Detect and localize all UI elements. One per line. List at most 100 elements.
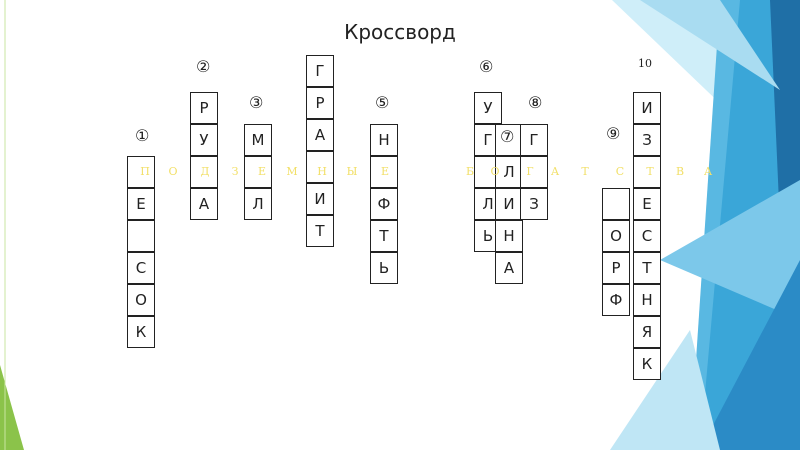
crossword-cell[interactable]: [127, 188, 155, 220]
crossword-cell[interactable]: [244, 124, 272, 156]
cell-letter: Е: [136, 195, 146, 213]
crossword-cell[interactable]: [127, 156, 155, 188]
highlighted-letter: Е: [257, 165, 267, 178]
crossword-cell[interactable]: [602, 220, 630, 252]
crossword-cell[interactable]: [244, 188, 272, 220]
cell-letter: Т: [315, 222, 325, 240]
right-shape-facet-1: [640, 0, 780, 90]
crossword-cell[interactable]: [633, 220, 661, 252]
cell-letter: Ь: [482, 227, 494, 245]
crossword-cell[interactable]: [306, 87, 334, 119]
cell-letter: Ф: [609, 291, 623, 309]
clue-number: ①: [135, 126, 150, 145]
crossword-cell[interactable]: [306, 151, 334, 183]
crossword-cell[interactable]: [244, 156, 272, 188]
cell-letter: И: [641, 99, 653, 117]
cell-letter: Я: [641, 323, 653, 341]
crossword-cell[interactable]: [370, 124, 398, 156]
highlighted-letter: М: [286, 165, 298, 178]
cell-letter: И: [503, 195, 515, 213]
cell-letter: С: [641, 227, 653, 245]
cell-letter: О: [135, 291, 147, 309]
highlighted-letter: Т: [646, 165, 654, 178]
crossword-cell[interactable]: [633, 92, 661, 124]
crossword-cell[interactable]: [370, 188, 398, 220]
crossword-cell[interactable]: [495, 124, 523, 156]
crossword-cell[interactable]: [370, 220, 398, 252]
clue-number: 10: [638, 57, 652, 70]
highlighted-letter: Б: [465, 165, 475, 178]
crossword-cell[interactable]: [370, 252, 398, 284]
crossword-cell[interactable]: [520, 156, 548, 188]
highlighted-letter: Ы: [346, 165, 358, 178]
clue-number: ⑧: [528, 93, 543, 112]
crossword-cell[interactable]: [190, 188, 218, 220]
cell-letter: Г: [315, 62, 325, 80]
crossword-cell[interactable]: [602, 284, 630, 316]
highlighted-letter: Н: [317, 165, 327, 178]
crossword-cell[interactable]: [520, 188, 548, 220]
cell-letter: З: [529, 195, 539, 213]
highlighted-letter: Д: [200, 165, 210, 178]
crossword-cell[interactable]: [127, 316, 155, 348]
crossword-cell[interactable]: [633, 188, 661, 220]
highlighted-letter: Т: [581, 165, 589, 178]
cell-letter: Ь: [378, 259, 390, 277]
crossword-cell[interactable]: [633, 156, 661, 188]
highlighted-letter: П: [140, 165, 150, 178]
cell-letter: З: [642, 131, 652, 149]
crossword-cell[interactable]: [602, 188, 630, 220]
crossword-cell[interactable]: [127, 284, 155, 316]
crossword-cell[interactable]: [602, 252, 630, 284]
clue-number: ⑨: [606, 124, 621, 143]
right-shape-facet-3: [700, 260, 800, 450]
crossword-cell[interactable]: [306, 119, 334, 151]
cell-letter: Т: [642, 259, 652, 277]
cell-letter: Р: [611, 259, 621, 277]
clue-number: ②: [196, 57, 211, 76]
cell-letter: А: [503, 259, 515, 277]
crossword-cell[interactable]: [633, 124, 661, 156]
highlighted-letter: З: [231, 165, 239, 178]
cell-letter: К: [135, 323, 147, 341]
clue-number: ⑦: [500, 127, 515, 146]
crossword-cell[interactable]: [495, 252, 523, 284]
cell-letter: Н: [641, 291, 653, 309]
cell-letter: Т: [379, 227, 389, 245]
crossword-cell[interactable]: [306, 55, 334, 87]
cell-letter: К: [641, 355, 653, 373]
crossword-cell[interactable]: [127, 220, 155, 252]
highlighted-letter: В: [675, 165, 685, 178]
cell-letter: Е: [642, 195, 652, 213]
crossword-cell[interactable]: [306, 215, 334, 247]
highlighted-letter: С: [615, 165, 625, 178]
clue-number: ⑥: [479, 57, 494, 76]
cell-letter: Н: [378, 131, 390, 149]
cell-letter: Г: [483, 131, 493, 149]
cell-letter: Н: [503, 227, 515, 245]
crossword-cell[interactable]: [127, 252, 155, 284]
cell-letter: А: [314, 126, 326, 144]
crossword-cell[interactable]: [190, 92, 218, 124]
cell-letter: Р: [315, 94, 325, 112]
crossword-cell[interactable]: [495, 220, 523, 252]
crossword-cell[interactable]: [633, 252, 661, 284]
highlighted-letter: А: [550, 165, 560, 178]
crossword-cell[interactable]: [474, 92, 502, 124]
highlighted-letter: Г: [526, 165, 534, 178]
crossword-cell[interactable]: [633, 316, 661, 348]
highlighted-letter: А: [703, 165, 713, 178]
highlighted-letter: Е: [380, 165, 390, 178]
crossword-cell[interactable]: [633, 284, 661, 316]
crossword-cell[interactable]: [306, 183, 334, 215]
crossword-cell[interactable]: [370, 156, 398, 188]
crossword-cell[interactable]: [633, 348, 661, 380]
page-title: Кроссворд: [344, 20, 456, 44]
clue-number: ⑤: [375, 93, 390, 112]
crossword-cell[interactable]: [190, 124, 218, 156]
cell-letter: Г: [529, 131, 539, 149]
crossword-cell[interactable]: [190, 156, 218, 188]
cell-letter: М: [251, 131, 265, 149]
crossword-cell[interactable]: [520, 124, 548, 156]
